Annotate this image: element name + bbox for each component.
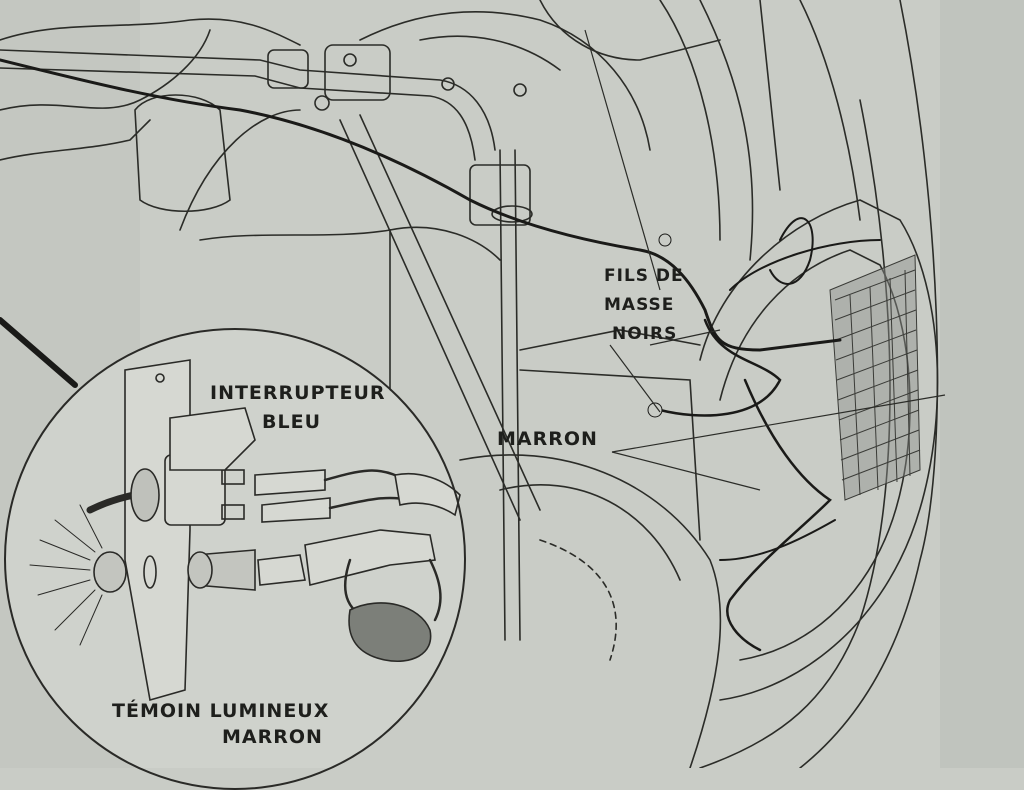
frame-outer-curve bbox=[799, 0, 939, 769]
body-panel-edge bbox=[519, 369, 701, 541]
harness-thick-left bbox=[0, 317, 78, 388]
grommet bbox=[491, 205, 533, 223]
bolt-2 bbox=[343, 53, 357, 67]
leader-masse-1 bbox=[649, 329, 721, 346]
bolt-1 bbox=[314, 95, 330, 111]
frame-tube-bottom bbox=[0, 67, 476, 161]
air-box-outline bbox=[539, 0, 721, 61]
fender-curve bbox=[459, 454, 722, 769]
label-temoin-lumineux: TÉMOIN LUMINEUX bbox=[112, 700, 330, 722]
brown-wire bbox=[726, 378, 832, 652]
leader-marron-1 bbox=[611, 451, 761, 491]
strut-left bbox=[339, 119, 521, 521]
strut-right bbox=[359, 114, 541, 511]
body-panel-left bbox=[199, 229, 391, 421]
main-harness bbox=[0, 58, 842, 352]
lamp-housing-inner bbox=[719, 249, 911, 661]
label-masse: MASSE bbox=[604, 295, 675, 315]
paper-shade-right bbox=[940, 0, 1024, 768]
clamp-mid bbox=[324, 44, 391, 101]
lower-dashed-curve bbox=[539, 539, 617, 661]
fender-inner bbox=[499, 484, 681, 581]
frame-tube-top bbox=[0, 49, 496, 151]
black-ground-wire bbox=[658, 318, 782, 417]
lamp-wire bbox=[719, 519, 836, 561]
engine-block-ridge bbox=[179, 109, 301, 231]
lamp-housing-outer bbox=[699, 199, 939, 701]
cylinder-outline bbox=[359, 11, 651, 151]
label-marron-main: MARRON bbox=[497, 428, 598, 450]
body-panel-mid bbox=[389, 226, 501, 261]
wire-clip bbox=[658, 233, 672, 247]
vertical-post-left bbox=[499, 149, 506, 641]
upper-lamp-wire bbox=[729, 239, 881, 291]
radiator-grille bbox=[829, 254, 921, 501]
right-curve-1 bbox=[659, 0, 721, 241]
label-noirs: NOIRS bbox=[612, 324, 678, 344]
engine-outline-mid bbox=[0, 119, 151, 161]
clamp-right bbox=[469, 164, 531, 226]
connector-loop bbox=[769, 217, 814, 285]
vertical-post-right bbox=[514, 149, 521, 641]
cylinder-inner bbox=[419, 35, 561, 71]
label-fils-de: FILS DE bbox=[604, 266, 684, 286]
label-bleu: BLEU bbox=[262, 411, 321, 433]
clamp-left bbox=[267, 49, 309, 89]
right-panel-edge bbox=[799, 0, 861, 221]
right-curve-3 bbox=[759, 0, 781, 191]
leader-marron-2 bbox=[611, 394, 946, 453]
label-interrupteur: INTERRUPTEUR bbox=[210, 382, 386, 404]
engine-outline-top-left bbox=[0, 18, 301, 46]
label-marron-inset: MARRON bbox=[222, 726, 323, 748]
ground-lug bbox=[647, 402, 663, 418]
bolt-3 bbox=[441, 77, 455, 91]
right-curve-2 bbox=[699, 0, 754, 261]
leader-masse-3 bbox=[584, 29, 661, 291]
leader-masse-2 bbox=[609, 344, 661, 413]
frame-inner-curve bbox=[699, 99, 891, 769]
bolt-4 bbox=[513, 83, 527, 97]
